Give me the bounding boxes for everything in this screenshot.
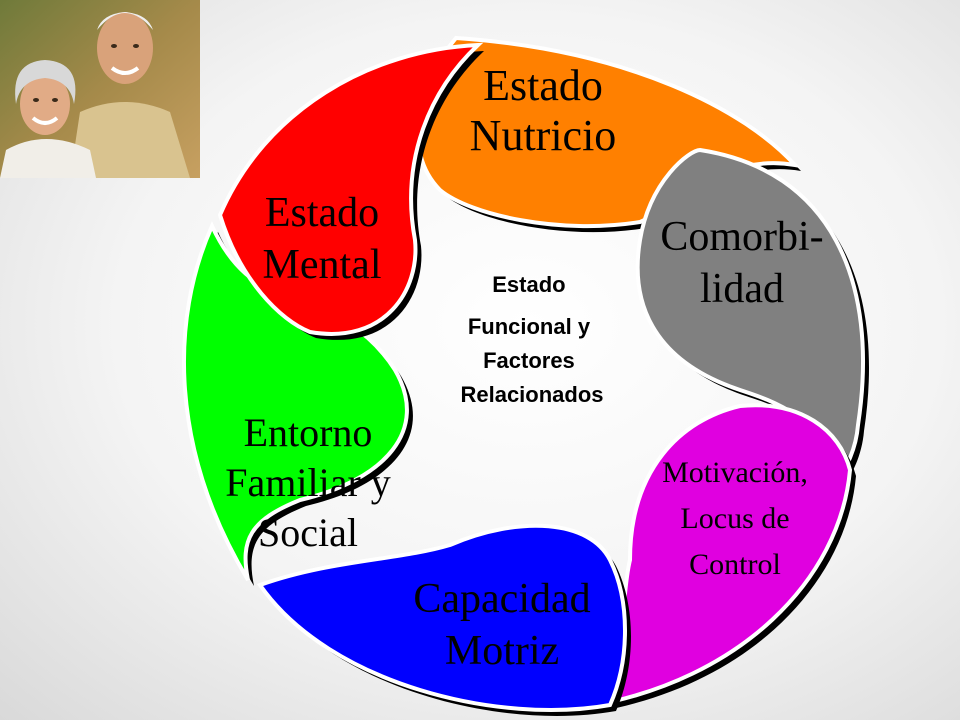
- petal-capacidad: [256, 523, 627, 712]
- petal-label-comorbilidad: Comorbi-lidad: [660, 214, 823, 312]
- petal-mental: [217, 42, 484, 336]
- petal-label-line: Familiar y: [225, 460, 391, 505]
- center-label: Estado Funcional y Factores Relacionados: [460, 272, 603, 407]
- petal-label-line: lidad: [700, 266, 784, 312]
- center-label-line: Factores: [483, 348, 575, 373]
- petal-label-line: Estado: [265, 190, 379, 236]
- petal-label-line: Locus de: [680, 502, 789, 535]
- petal-label-line: Social: [258, 510, 358, 555]
- petal-label-line: Estado: [483, 61, 603, 110]
- center-label-line: Relacionados: [460, 382, 603, 407]
- petal-label-line: Mental: [263, 242, 382, 288]
- petal-label-line: Capacidad: [413, 576, 590, 622]
- petal-label-line: Control: [689, 548, 781, 581]
- petal-label-motivacion: Motivación, Locus de Control: [662, 456, 808, 581]
- petal-motivacion: [585, 403, 853, 709]
- center-label-line: Estado: [492, 272, 565, 297]
- petal-label-line: Nutricio: [470, 111, 617, 160]
- petal-label-line: Motriz: [445, 628, 559, 674]
- petal-label-line: Motivación,: [662, 456, 808, 489]
- petal-label-line: Comorbi-: [660, 214, 823, 260]
- center-label-line: Funcional y: [468, 314, 591, 339]
- elderly-couple-photo: [0, 0, 200, 178]
- petal-label-line: Entorno: [244, 410, 373, 455]
